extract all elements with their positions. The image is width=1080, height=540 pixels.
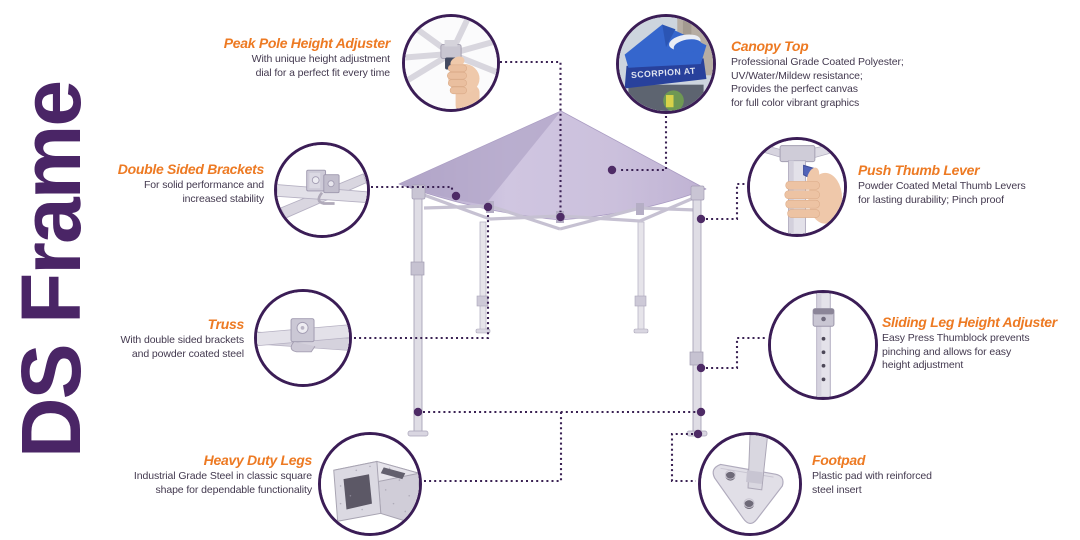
front-right-slider [689,351,704,366]
photo-footpad [698,432,802,536]
callout-line: With double sided brackets [120,334,245,346]
callout-line: for full color vibrant graphics [731,96,860,109]
callout-sliding-leg-height-adjuster: Sliding Leg Height Adjuster Easy Press T… [882,314,1057,373]
photo-peak-pole-height-adjuster [402,14,500,112]
callout-title: Push Thumb Lever [858,162,980,178]
callout-title: Double Sided Brackets [117,161,265,177]
callout-line: for lasting durability; Pinch proof [858,193,1004,206]
callout-line: shape for dependable functionality [155,483,312,496]
steel-speckles [339,465,410,513]
footpad-image [701,435,799,533]
tent-back-right-leg [637,221,645,331]
tent-back-left-leg [479,221,487,331]
callout-canopy-top: Canopy Top Professional Grade Coated Pol… [731,38,904,110]
heavy-duty-legs-image [321,435,419,533]
push-thumb-lever-image [750,140,844,234]
callout-title: Canopy Top [731,38,809,54]
connector-sliding-leg [696,336,767,373]
photo-truss [254,289,352,387]
tent-back-left-foot [475,328,491,334]
callout-line: and powder coated steel [131,347,244,360]
callout-line: pinching and allows for easy [882,345,1012,358]
corner-bracket-right [690,185,705,201]
adjustment-holes [821,336,826,382]
hand [784,167,843,224]
photo-push-thumb-lever [747,137,847,237]
photo-sliding-leg-height-adjuster [768,290,878,400]
callout-title: Sliding Leg Height Adjuster [882,314,1057,330]
callout-line: Plastic pad with reinforced [812,470,932,482]
tent-back-left-slider [476,295,489,307]
callout-double-sided-brackets: Double Sided Brackets For solid performa… [117,161,265,206]
connector-heavy-duty-legs [413,407,706,483]
peak-pole-image [405,17,497,109]
corner-bracket-left [411,184,426,200]
canopy-top-image: SCORPION AT [619,17,713,111]
callout-truss: Truss With double sided brackets and pow… [120,316,245,361]
callout-line: increased stability [182,192,264,205]
tent-front-left-leg [413,189,423,434]
page-title: DS Frame [4,81,98,459]
truss-bracket [636,203,644,215]
callout-footpad: Footpad Plastic pad with reinforced stee… [812,452,932,497]
callout-line: Easy Press Thumblock prevents [882,332,1030,344]
callout-line: With unique height adjustment [251,53,390,65]
connector-double-sided-brackets [371,185,461,201]
callout-title: Peak Pole Height Adjuster [223,35,391,51]
callout-title: Truss [207,316,245,332]
callout-line: Provides the perfect canvas [731,83,858,95]
callout-title: Heavy Duty Legs [203,452,313,468]
canopy-left-panel [399,111,561,205]
callout-line: Professional Grade Coated Polyester; [731,56,904,68]
callout-line: UV/Water/Mildew resistance; [731,69,863,82]
truss-bars [423,193,697,231]
callout-line: For solid performance and [143,179,264,191]
brackets-image [277,145,367,235]
front-left-slider [410,261,425,276]
front-left-foot [407,430,429,437]
callout-line: height adjustment [882,359,964,371]
tent-back-right-foot [633,328,649,334]
tent-front-right-leg [692,193,702,434]
connector-canopy-top [607,116,668,175]
tent-back-right-slider [634,295,647,307]
connector-push-thumb-lever [696,182,746,224]
canopy-print-text: SCORPION AT [631,66,697,81]
callout-line: dial for a perfect fit every time [255,66,391,79]
photo-heavy-duty-legs [318,432,422,536]
truss-image [257,292,349,384]
hand [447,56,480,109]
callout-line: Industrial Grade Steel in classic square [133,470,312,482]
callout-push-thumb-lever: Push Thumb Lever Powder Coated Metal Thu… [858,162,1026,207]
connector-footpad [670,429,703,483]
sliding-leg-image [771,293,875,397]
tent-illustration [398,110,708,437]
callout-heavy-duty-legs: Heavy Duty Legs Industrial Grade Steel i… [134,452,312,497]
callout-line: Powder Coated Metal Thumb Levers [858,180,1026,192]
connector-peak-pole [500,60,565,222]
connector-truss [354,202,493,340]
callout-peak-pole-height-adjuster: Peak Pole Height Adjuster With unique he… [223,35,391,80]
photo-canopy-top: SCORPION AT [616,14,716,114]
photo-double-sided-brackets [274,142,370,238]
callout-line: steel insert [812,483,862,496]
callout-title: Footpad [812,452,866,468]
